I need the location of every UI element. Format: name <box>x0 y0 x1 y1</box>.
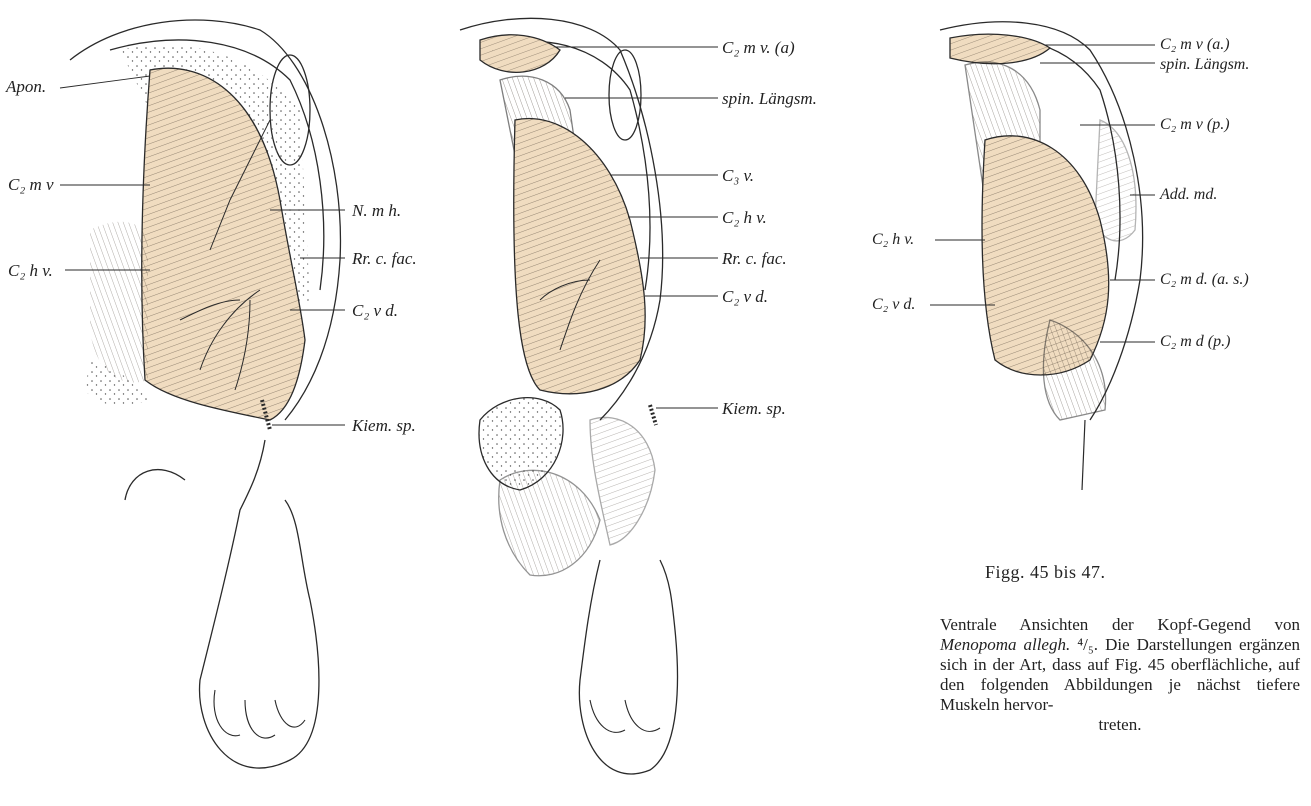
figure-caption: Ventrale Ansichten der Kopf-Gegend von M… <box>940 615 1300 735</box>
label-kiemsp: Kiem. sp. <box>722 400 786 417</box>
label-addmd: Add. md. <box>1160 187 1217 203</box>
label-c2mva: C₂ m v (a.) <box>1160 37 1230 53</box>
caption-scale: ⁴/₅. <box>1077 635 1098 654</box>
label-c2mdas: C₂ m d. (a. s.) <box>1160 272 1249 288</box>
label-apon: Apon. <box>6 78 46 95</box>
figure-47 <box>930 22 1155 490</box>
label-c3v: C₃ v. <box>722 167 754 184</box>
label-c2hv: C₂ h v. <box>722 209 767 226</box>
label-c2mdp: C₂ m d (p.) <box>1160 334 1230 350</box>
label-c2vd: C₂ v d. <box>872 297 915 313</box>
label-kiemsp: Kiem. sp. <box>352 417 416 434</box>
label-c2mva: C₂ m v. (a) <box>722 39 795 56</box>
label-nmh: N. m h. <box>352 202 401 219</box>
label-c2mvp: C₂ m v (p.) <box>1160 117 1230 133</box>
label-spin: spin. Längsm. <box>722 90 817 107</box>
label-c2vd: C₂ v d. <box>352 302 398 319</box>
figure-45 <box>60 20 345 768</box>
label-spin: spin. Längsm. <box>1160 57 1249 73</box>
label-c2mv: C₂ m v <box>8 176 54 193</box>
figure-46 <box>460 18 718 774</box>
label-rrcfac: Rr. c. fac. <box>722 250 787 267</box>
figure-caption-title: Figg. 45 bis 47. <box>985 562 1106 583</box>
label-rrcfac: Rr. c. fac. <box>352 250 417 267</box>
label-c2hv: C₂ h v. <box>8 262 53 279</box>
caption-text-1: Ventrale Ansichten der Kopf-Gegend von <box>940 615 1300 634</box>
label-c2hv: C₂ h v. <box>872 232 914 248</box>
caption-species: Menopoma allegh. <box>940 635 1070 654</box>
label-c2vd: C₂ v d. <box>722 288 768 305</box>
caption-text-3: treten. <box>940 715 1300 735</box>
